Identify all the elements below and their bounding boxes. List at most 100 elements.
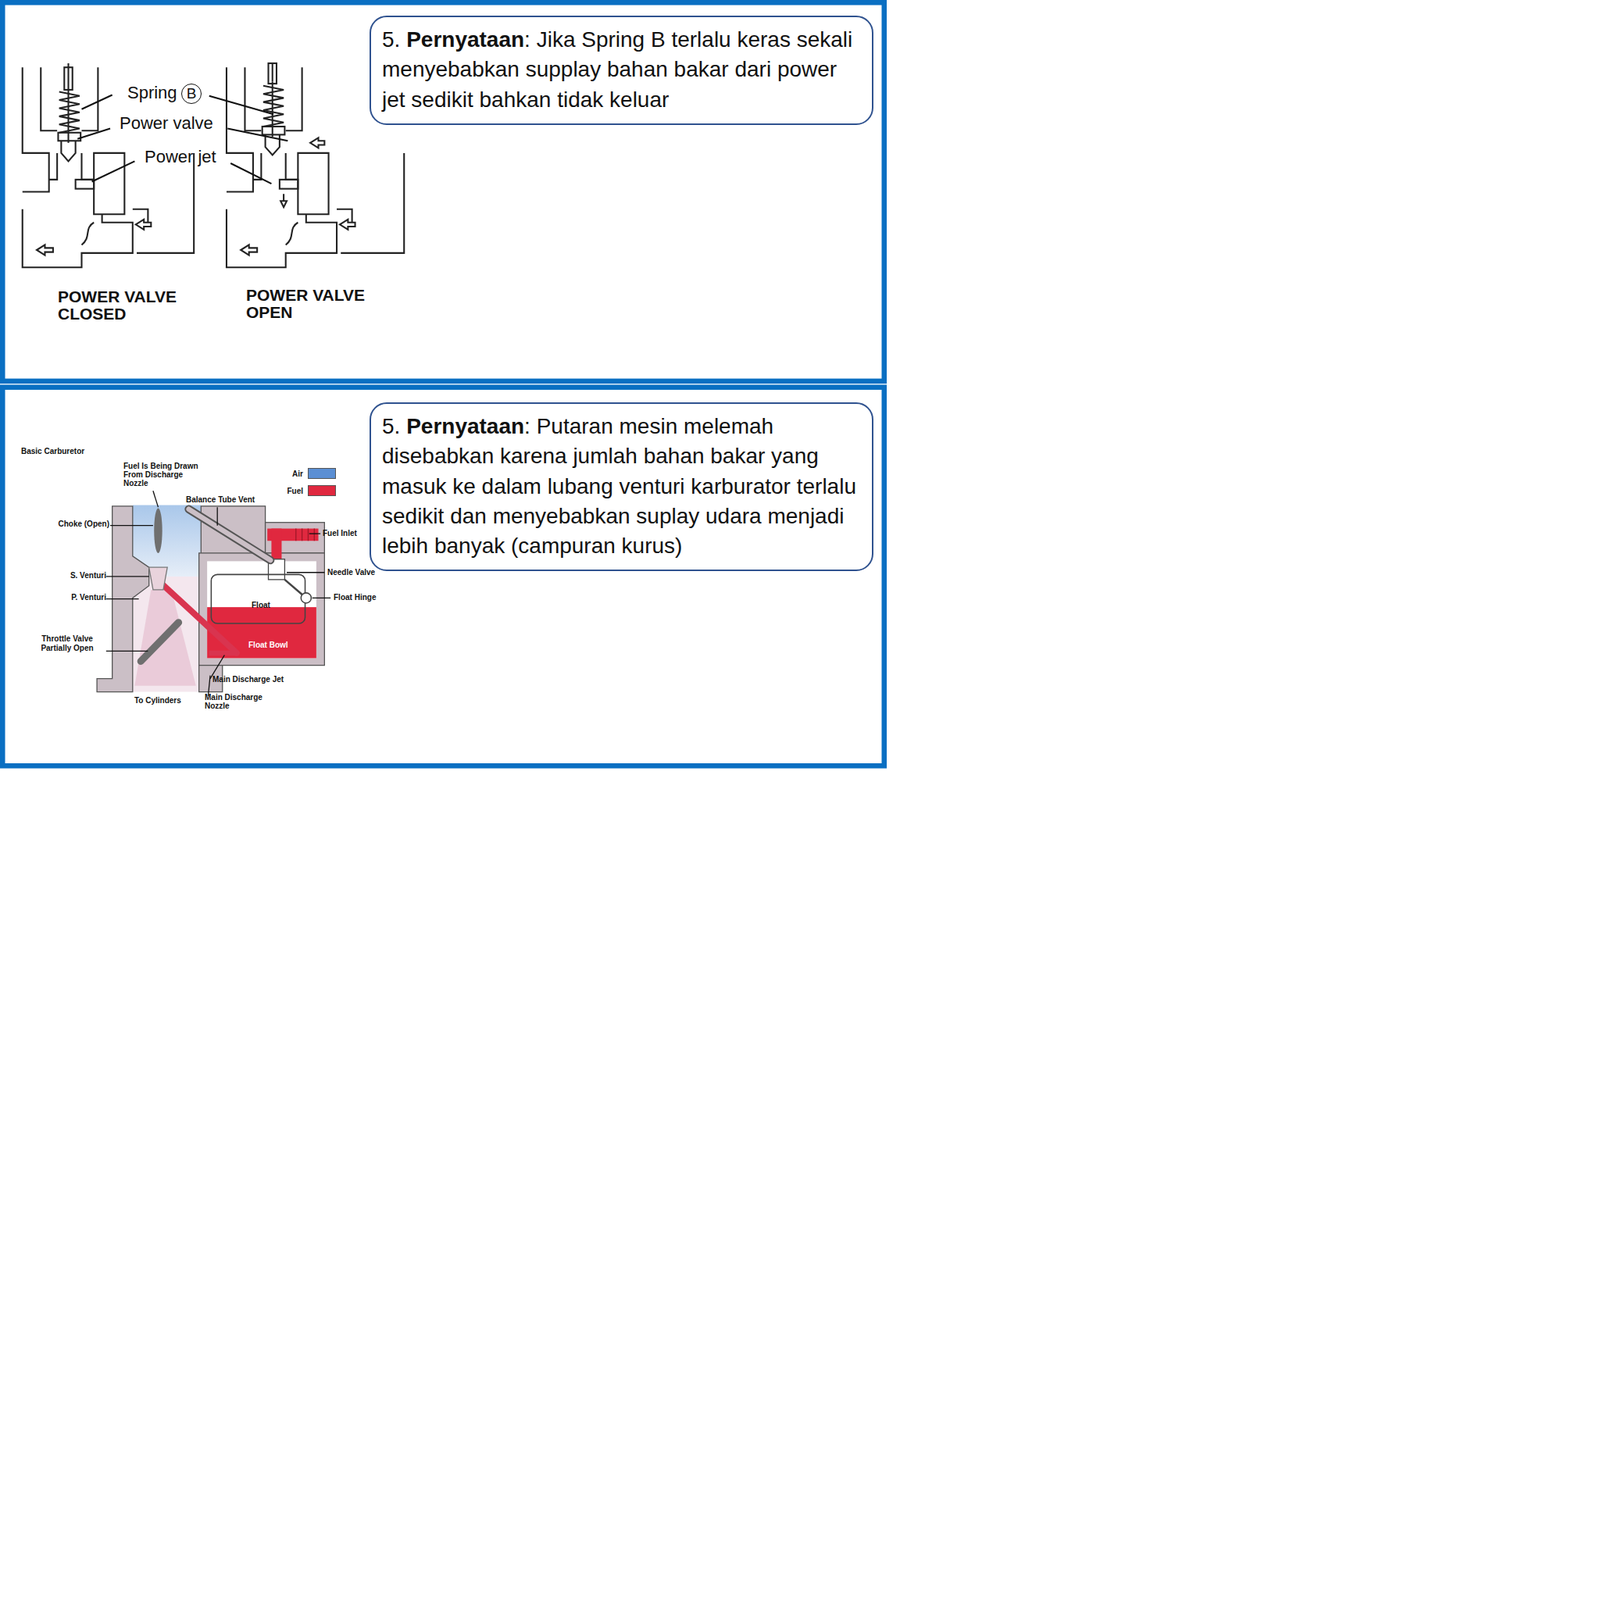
legend-text: Air [292,469,304,479]
statement-heading: Pernyataan [406,414,525,439]
drawing-part [271,81,274,137]
drawing-part [207,607,317,658]
part-label: Power jet [144,146,217,167]
drawing-part [135,219,152,230]
drawing-part [285,67,303,131]
drawing-part [67,89,69,143]
leader-lines [106,490,331,697]
drawing-part [271,63,274,83]
part-label: S. Venturi [28,571,107,581]
part-label: Balance Tube Vent [185,495,255,505]
statement-text: 5. Pernyataan: Putaran mesin melemah dis… [382,411,861,562]
drawing-part [244,67,261,131]
drawing-part [240,244,258,255]
drawing-part [59,92,80,133]
panel-border [2,2,884,382]
part-label: Float Hinge [333,592,376,603]
drawing-part [155,577,237,654]
drawing-part [230,163,272,184]
drawing-part [271,528,282,560]
callout-letter: B [181,83,202,104]
part-label: Needle Valve [327,567,375,578]
drawing-part [93,153,125,215]
drawing-part [285,153,299,180]
drawing-part [209,96,274,115]
part-label: Float Bowl [248,640,289,650]
part-label: Fuel Inlet [322,528,358,539]
drawing-part [209,650,237,657]
part-label: Main Discharge Jet [212,675,284,685]
drawing-part [153,490,159,508]
drawing-part [189,509,271,561]
drawing-part [40,67,58,131]
legend-swatch [307,467,336,479]
statement-box: 5. Pernyataan: Jika Spring B terlalu ker… [369,15,874,125]
drawing-part [340,153,404,254]
drawing-part [22,209,133,268]
statement-text: 5. Pernyataan: Jika Spring B terlalu ker… [382,25,861,115]
drawing-part [262,126,286,135]
statement-number: 5. [382,414,407,439]
part-label: Spring [127,82,178,103]
statement-number: 5. [382,27,407,52]
drawing-part [263,85,284,127]
drawing-part [217,507,218,526]
note-label: Fuel Is Being Drawn From Discharge Nozzl… [123,461,210,488]
figure-caption: POWER VALVE CLOSED [57,288,199,323]
drawing-part [300,592,311,604]
part-label: To Cylinders [134,696,182,706]
drawing-part [81,222,94,246]
part-label: Throttle Valve Partially Open [28,634,107,653]
drawing-part [60,140,75,161]
drawing-part [280,193,287,208]
part-label: Main Discharge Nozzle [204,692,279,711]
drawing-part [81,67,98,131]
panel-border [2,387,884,767]
drawing-part [207,675,211,697]
drawing-part [297,153,329,215]
legend: AirFuel [257,465,336,500]
drawing-part [310,137,325,148]
drawing-part [49,153,58,180]
drawing-part [309,532,321,534]
legend-row: Fuel [257,482,336,499]
drawing-part [106,650,149,652]
drawing-part [227,128,288,142]
drawing-part [189,509,271,561]
drawing-part [285,222,299,246]
drawing-part [286,571,325,573]
statement-heading: Pernyataan [406,27,525,52]
drawing-part [75,179,95,190]
part-label: Float [251,600,271,611]
drawing-part [279,179,299,190]
drawing-part [312,597,332,599]
drawing-part [149,567,168,590]
drawing-part [136,153,194,254]
drawing-part [296,528,315,542]
part-label: Power valve [119,113,214,133]
drawing-part [81,153,94,180]
figure-caption: POWER VALVE OPEN [246,286,387,322]
legend-row: Air [257,465,336,482]
drawing-part [110,525,154,526]
figure-title: Basic Carburetor [21,446,85,457]
drawing-part [199,553,325,666]
drawing-part [210,574,305,624]
legend-swatch [307,485,336,497]
drawing-part [268,63,277,84]
drawing-part [22,67,50,192]
part-label: Choke (Open) [31,519,110,529]
part-label: P. Venturi [28,592,107,603]
drawing-part [106,598,140,600]
drawing-part [57,132,81,141]
drawing-part [36,244,54,255]
statement-box: 5. Pernyataan: Putaran mesin melemah dis… [369,402,874,572]
drawing-part [77,128,111,140]
drawing-part [339,219,356,230]
drawing-part [153,507,162,553]
carburetor [96,505,325,693]
drawing-part [92,160,136,182]
